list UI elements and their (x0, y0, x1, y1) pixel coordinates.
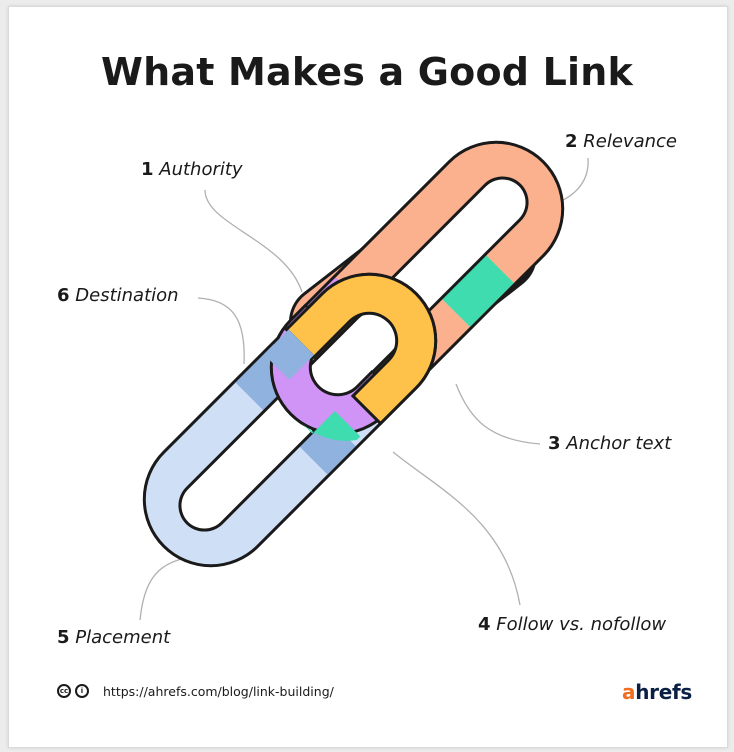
ahrefs-logo[interactable]: ahrefs (622, 680, 692, 704)
attribution-icon: i (75, 684, 89, 698)
leader-placement (139, 554, 203, 621)
label-placement: 5 Placement (57, 627, 171, 648)
source-url[interactable]: https://ahrefs.com/blog/link-building/ (103, 684, 334, 699)
follow-overlap (288, 275, 435, 422)
leader-follow (392, 451, 521, 606)
label-destination: 6 Destination (57, 285, 179, 306)
creative-commons-icon: cc (57, 684, 71, 698)
label-follow: 4 Follow vs. nofollow (478, 614, 667, 635)
anchor-text-segment (439, 252, 514, 327)
license-icons: cc i (57, 684, 89, 698)
page-title: What Makes a Good Link (100, 50, 633, 94)
label-authority: 1 Authority (141, 159, 243, 180)
leader-authority (204, 189, 303, 293)
label-relevance: 2 Relevance (565, 131, 677, 152)
leader-destination (197, 297, 245, 365)
leader-anchor (455, 383, 541, 445)
label-anchor-text: 3 Anchor text (548, 433, 672, 454)
